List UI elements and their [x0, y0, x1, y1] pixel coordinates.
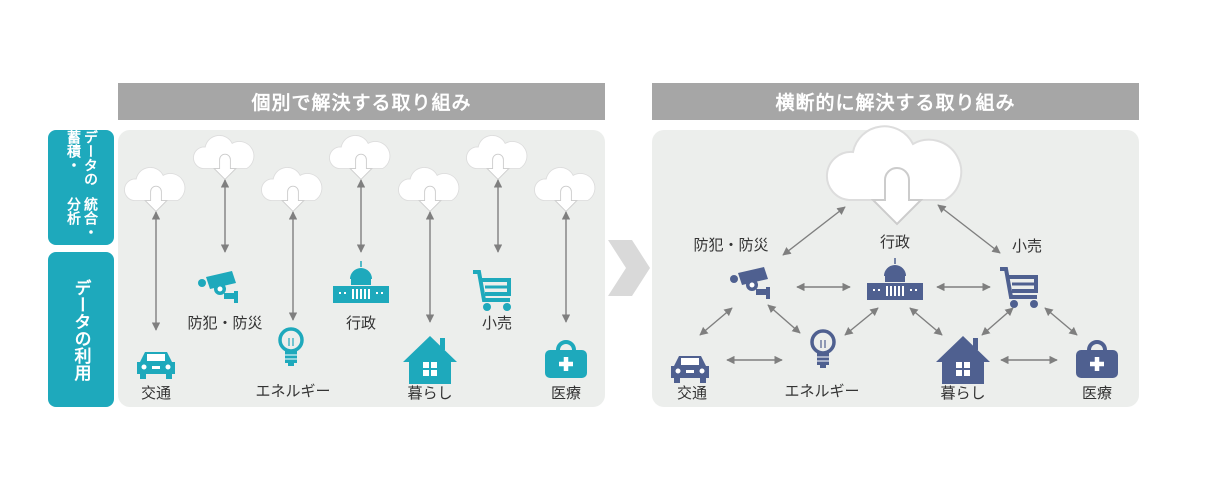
- bidirectional-arrow: [767, 304, 801, 334]
- capitol-building-icon: [867, 258, 923, 300]
- cloud-icon: [261, 167, 323, 213]
- car-icon: [137, 352, 175, 379]
- label-living: 暮らし: [407, 384, 452, 402]
- cloud-icon: [534, 167, 596, 213]
- label-government: 行政: [346, 314, 376, 332]
- label-security: 防犯・防災: [693, 236, 768, 254]
- security-camera-icon: [730, 267, 770, 299]
- lightbulb-icon: [278, 327, 304, 366]
- medical-kit-icon: [545, 340, 587, 378]
- label-retail: 小売: [482, 314, 512, 332]
- security-camera-icon: [198, 271, 238, 303]
- bidirectional-arrow: [909, 307, 943, 336]
- house-icon: [403, 336, 457, 384]
- bidirectional-arrow: [844, 307, 879, 336]
- label-energy: エネルギー: [255, 382, 330, 400]
- side-label-accumulate: データの蓄積・ 統合・分析: [48, 130, 114, 245]
- car-icon: [671, 356, 709, 383]
- shopping-cart-icon: [1000, 267, 1038, 308]
- side-label-accumulate-line2: 統合・分析: [65, 197, 98, 240]
- side-label-use-text: データの利用: [70, 278, 91, 381]
- cloud-icon: [124, 167, 186, 213]
- cloud-icon: [825, 125, 963, 226]
- side-label-use: データの利用: [48, 252, 114, 407]
- bidirectional-arrow: [937, 204, 1001, 254]
- cloud-icon: [329, 135, 391, 181]
- label-security: 防犯・防災: [187, 314, 262, 332]
- label-government: 行政: [880, 233, 910, 251]
- house-icon: [936, 336, 990, 384]
- bidirectional-arrow: [699, 307, 733, 336]
- lightbulb-icon: [810, 329, 836, 368]
- bidirectional-arrow: [1044, 307, 1078, 336]
- label-retail: 小売: [1012, 237, 1042, 255]
- label-traffic: 交通: [677, 384, 707, 402]
- cloud-icon: [398, 167, 460, 213]
- label-energy: エネルギー: [784, 382, 859, 400]
- side-label-accumulate-line1: データの蓄積・: [65, 130, 98, 186]
- right-header: 横断的に解決する取り組み: [652, 83, 1139, 120]
- transition-arrow: [608, 240, 650, 296]
- label-medical: 医療: [1082, 384, 1112, 402]
- bidirectional-arrow: [981, 307, 1014, 336]
- label-traffic: 交通: [141, 384, 171, 402]
- capitol-building-icon: [333, 261, 389, 303]
- cloud-icon: [193, 135, 255, 181]
- label-medical: 医療: [551, 384, 581, 402]
- left-header: 個別で解決する取り組み: [118, 83, 605, 120]
- bidirectional-arrow: [782, 206, 846, 256]
- cloud-icon: [466, 135, 528, 181]
- medical-kit-icon: [1076, 340, 1118, 378]
- shopping-cart-icon: [473, 270, 511, 311]
- label-living: 暮らし: [940, 384, 985, 402]
